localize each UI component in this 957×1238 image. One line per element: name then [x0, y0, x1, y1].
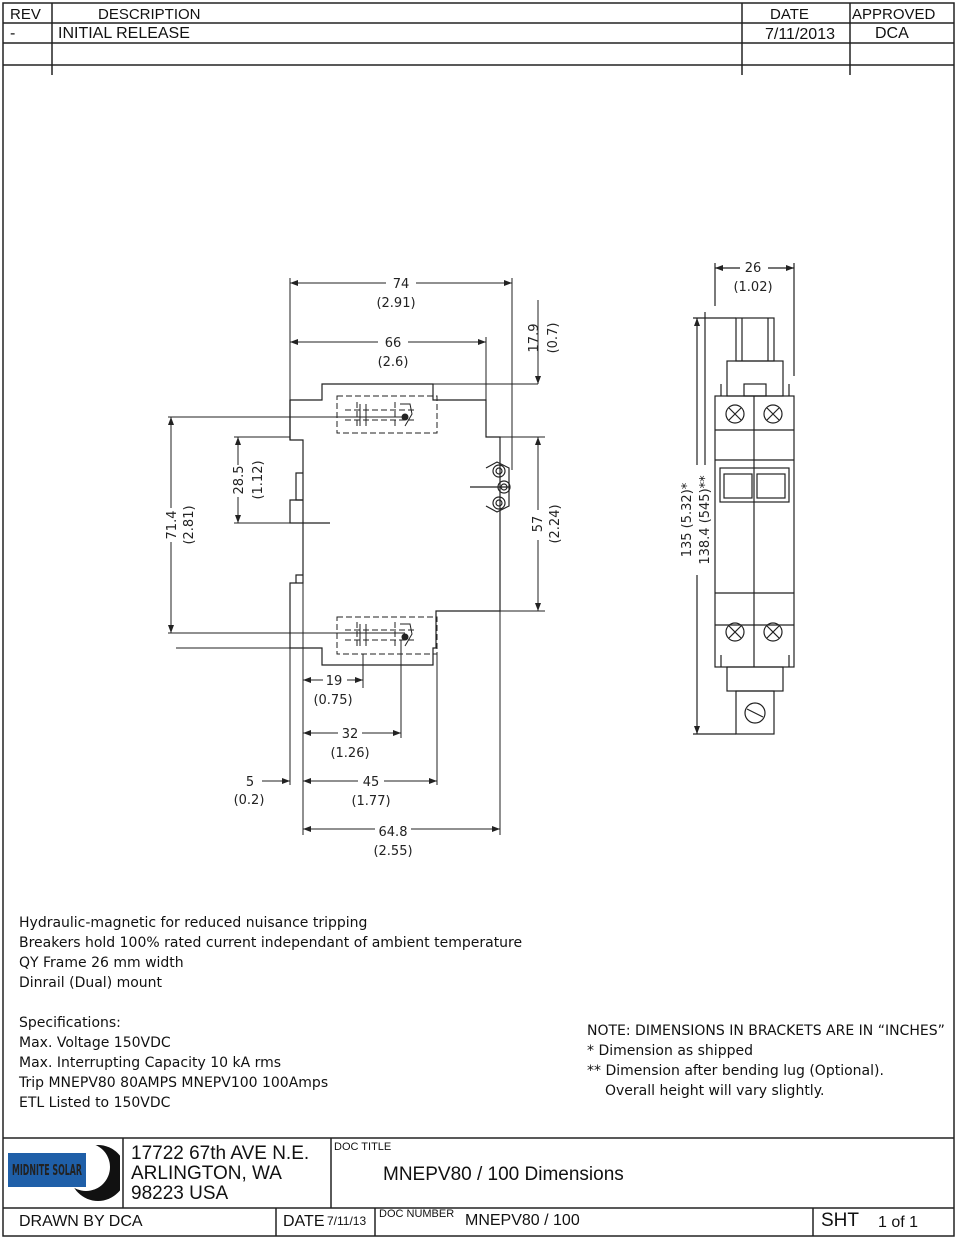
doc-title: MNEPV80 / 100 Dimensions — [383, 1164, 624, 1185]
date-label: DATE — [283, 1213, 325, 1230]
address-line: 17722 67th AVE N.E. — [131, 1143, 310, 1164]
side-height-shipped: 135 (5.32)* — [680, 482, 695, 557]
address-line: ARLINGTON, WA — [131, 1163, 282, 1184]
dim-32-in: (1.26) — [330, 746, 369, 761]
side-width-in: (1.02) — [733, 280, 772, 295]
dim-179-in: (0.7) — [546, 323, 561, 354]
footnote-bent: ** Dimension after bending lug (Optional… — [587, 1063, 884, 1079]
feature-list: Hydraulic-magnetic for reduced nuisance … — [19, 913, 522, 1113]
date-header: DATE — [770, 6, 809, 23]
company-address: 17722 67th AVE N.E. ARLINGTON, WA 98223 … — [131, 1144, 309, 1204]
dim-57-mm: 57 — [531, 516, 546, 533]
rev-header: REV — [10, 6, 41, 23]
feature-line: Dinrail (Dual) mount — [19, 975, 163, 991]
doc-number-label: DOC NUMBER — [379, 1208, 455, 1220]
description-value: INITIAL RELEASE — [58, 25, 190, 42]
doc-number: MNEPV80 / 100 — [465, 1212, 580, 1229]
feature-line: QY Frame 26 mm width — [19, 955, 184, 971]
dim-179-mm: 17.9 — [527, 324, 542, 353]
dimension-notes: NOTE: DIMENSIONS IN BRACKETS ARE IN “INC… — [587, 1021, 945, 1101]
dim-57-in: (2.24) — [548, 504, 563, 543]
dim-714-in: (2.81) — [182, 505, 197, 544]
dim-74-mm: 74 — [393, 277, 410, 292]
dim-45-mm: 45 — [363, 775, 380, 790]
dim-648-mm: 64.8 — [379, 825, 408, 840]
logo-text: MIDNITE SOLAR — [12, 1161, 82, 1179]
doc-title-label: DOC TITLE — [334, 1141, 392, 1153]
footnote-shipped: * Dimension as shipped — [587, 1043, 753, 1059]
dim-45-in: (1.77) — [351, 794, 390, 809]
rev-value: - — [10, 25, 16, 42]
dim-5-mm: 5 — [246, 775, 254, 790]
dim-648-in: (2.55) — [373, 844, 412, 859]
dim-19-in: (0.75) — [313, 693, 352, 708]
spec-line: Trip MNEPV80 80AMPS MNEPV100 100Amps — [19, 1075, 329, 1091]
drawn-by: DRAWN BY DCA — [19, 1213, 143, 1230]
sheet-value: 1 of 1 — [878, 1214, 919, 1231]
side-width-mm: 26 — [745, 261, 762, 276]
dim-285-mm: 28.5 — [232, 466, 247, 495]
dim-66-in: (2.6) — [378, 355, 409, 370]
spec-line: Max. Voltage 150VDC — [19, 1035, 171, 1051]
side-height-bent: 138.4 (545)** — [698, 475, 713, 565]
spec-line: Max. Interrupting Capacity 10 kA rms — [19, 1055, 282, 1071]
date-value: 7/11/13 — [327, 1214, 367, 1228]
dim-32-mm: 32 — [342, 727, 359, 742]
approved-value: DCA — [875, 25, 909, 42]
dim-74-in: (2.91) — [376, 296, 415, 311]
dim-66-mm: 66 — [385, 336, 402, 351]
sheet-label: SHT — [821, 1210, 859, 1231]
date-value: 7/11/2013 — [765, 26, 835, 43]
description-header: DESCRIPTION — [98, 6, 201, 23]
dim-19-mm: 19 — [326, 674, 343, 689]
feature-line: Hydraulic-magnetic for reduced nuisance … — [19, 915, 368, 931]
footnote-bent-cont: Overall height will vary slightly. — [605, 1083, 825, 1099]
dim-5-in: (0.2) — [234, 793, 265, 808]
dim-714-mm: 71.4 — [165, 511, 180, 540]
dim-285-in: (1.12) — [251, 460, 266, 499]
spec-line: ETL Listed to 150VDC — [19, 1095, 171, 1111]
address-line: 98223 USA — [131, 1183, 229, 1204]
approved-header: APPROVED — [852, 6, 936, 23]
dimension-note: NOTE: DIMENSIONS IN BRACKETS ARE IN “INC… — [587, 1023, 945, 1039]
feature-line: Breakers hold 100% rated current indepen… — [19, 935, 523, 951]
company-logo: MIDNITE SOLAR — [6, 1141, 126, 1205]
specifications-title: Specifications: — [19, 1015, 121, 1031]
